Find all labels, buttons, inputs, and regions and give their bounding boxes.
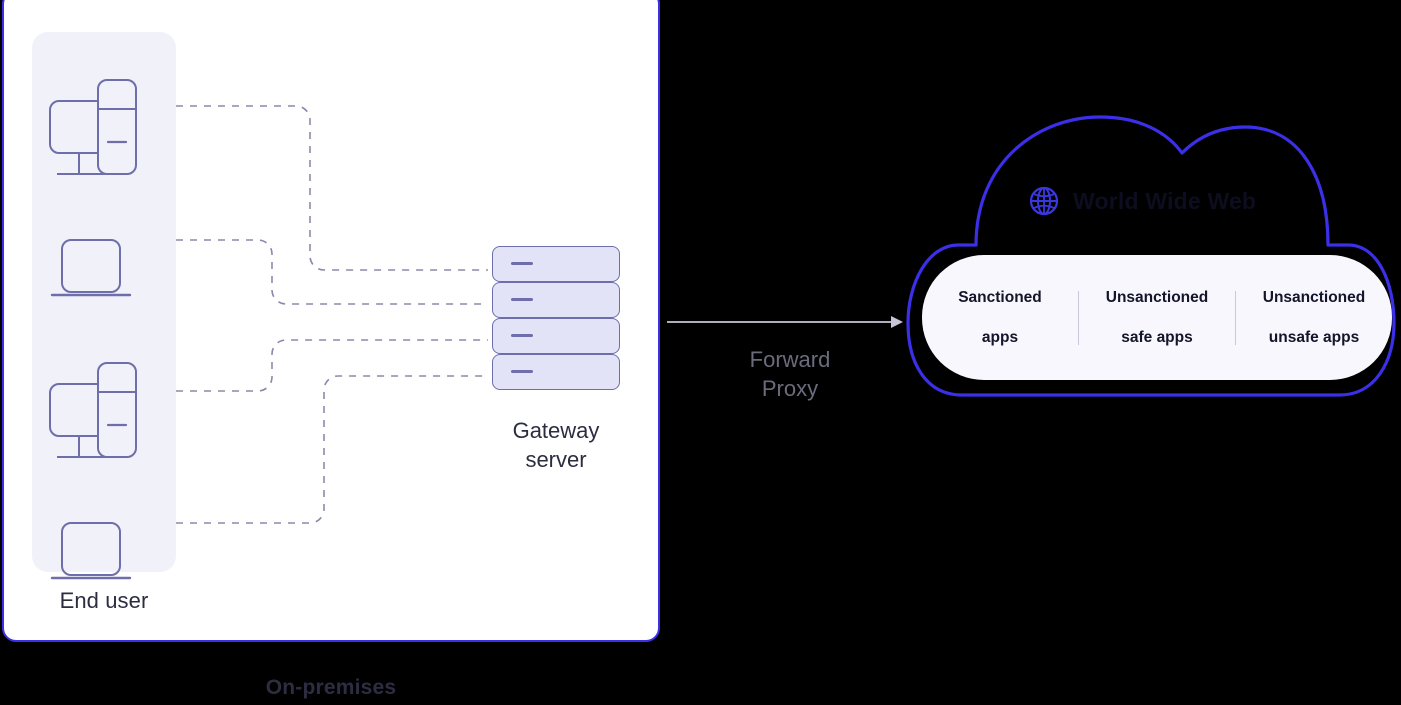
globe-icon [1029,186,1059,216]
gateway-label-line1: Gateway [512,418,600,443]
apps-cell-line1: Unsanctioned [1105,288,1209,306]
device-laptop-2 [32,490,176,620]
server-rack-unit [492,354,620,390]
forward-proxy-arrow [667,316,903,328]
device-laptop-1 [32,207,176,337]
world-wide-web-cloud: World Wide Web Sanctioned apps Unsanctio… [900,105,1401,410]
apps-cell-line2: unsafe apps [1268,328,1360,346]
apps-cell-unsanctioned-unsafe: Unsanctioned unsafe apps [1236,268,1392,368]
gateway-label-line2: server [525,447,587,472]
laptop-icon [50,522,132,580]
apps-cell-line2: safe apps [1121,328,1193,346]
www-label: World Wide Web [1073,187,1257,214]
forward-proxy-line1: Forward [749,347,831,372]
rack-led [511,298,533,301]
rack-led [511,370,533,373]
end-user-label: End user [59,588,149,613]
rack-led [511,262,533,265]
forward-proxy-label: Forward Proxy [690,345,890,403]
laptop-icon [50,239,132,297]
gateway-server-label: Gateway server [466,416,646,474]
apps-divider [1235,290,1236,345]
end-user-device-group [32,32,176,580]
on-premises-caption: On-premises [265,676,397,699]
device-desktop-tablet-1 [32,64,176,194]
apps-cell-line2: apps [981,328,1019,346]
cloud-outline [906,115,1396,397]
apps-divider [1078,290,1079,345]
apps-cell-line1: Unsanctioned [1262,288,1366,306]
server-rack-unit [492,246,620,282]
rack-led [511,334,533,337]
server-rack-unit [492,318,620,354]
apps-cell-line1: Sanctioned [958,288,1042,306]
apps-categories-panel: Sanctioned apps Unsanctioned safe apps U… [922,255,1392,380]
device-desktop-tablet-2 [32,347,176,477]
forward-proxy-line2: Proxy [761,376,819,401]
desktop-tablet-icon [49,79,137,175]
desktop-tablet-icon [49,362,137,458]
apps-cell-sanctioned: Sanctioned apps [922,268,1078,368]
apps-cell-unsanctioned-safe: Unsanctioned safe apps [1079,268,1235,368]
gateway-server-icon [492,246,620,394]
server-rack-unit [492,282,620,318]
www-title-row: World Wide Web [1028,185,1256,217]
